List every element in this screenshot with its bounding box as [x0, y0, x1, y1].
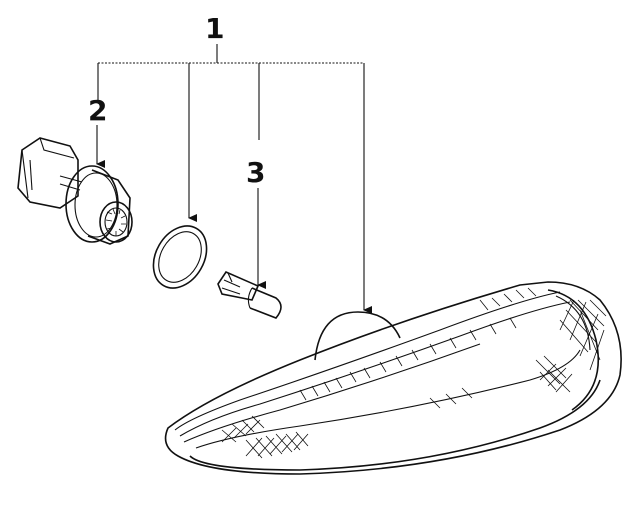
socket-part: [17, 137, 133, 245]
callout-2: 2: [88, 94, 107, 127]
callout-1: 1: [205, 12, 224, 45]
gasket-ring: [152, 225, 208, 289]
leader-lines-1: [97, 44, 372, 314]
bulb-part: [217, 270, 282, 319]
side-marker-lamp: [164, 281, 622, 475]
callout-3: 3: [246, 156, 265, 189]
